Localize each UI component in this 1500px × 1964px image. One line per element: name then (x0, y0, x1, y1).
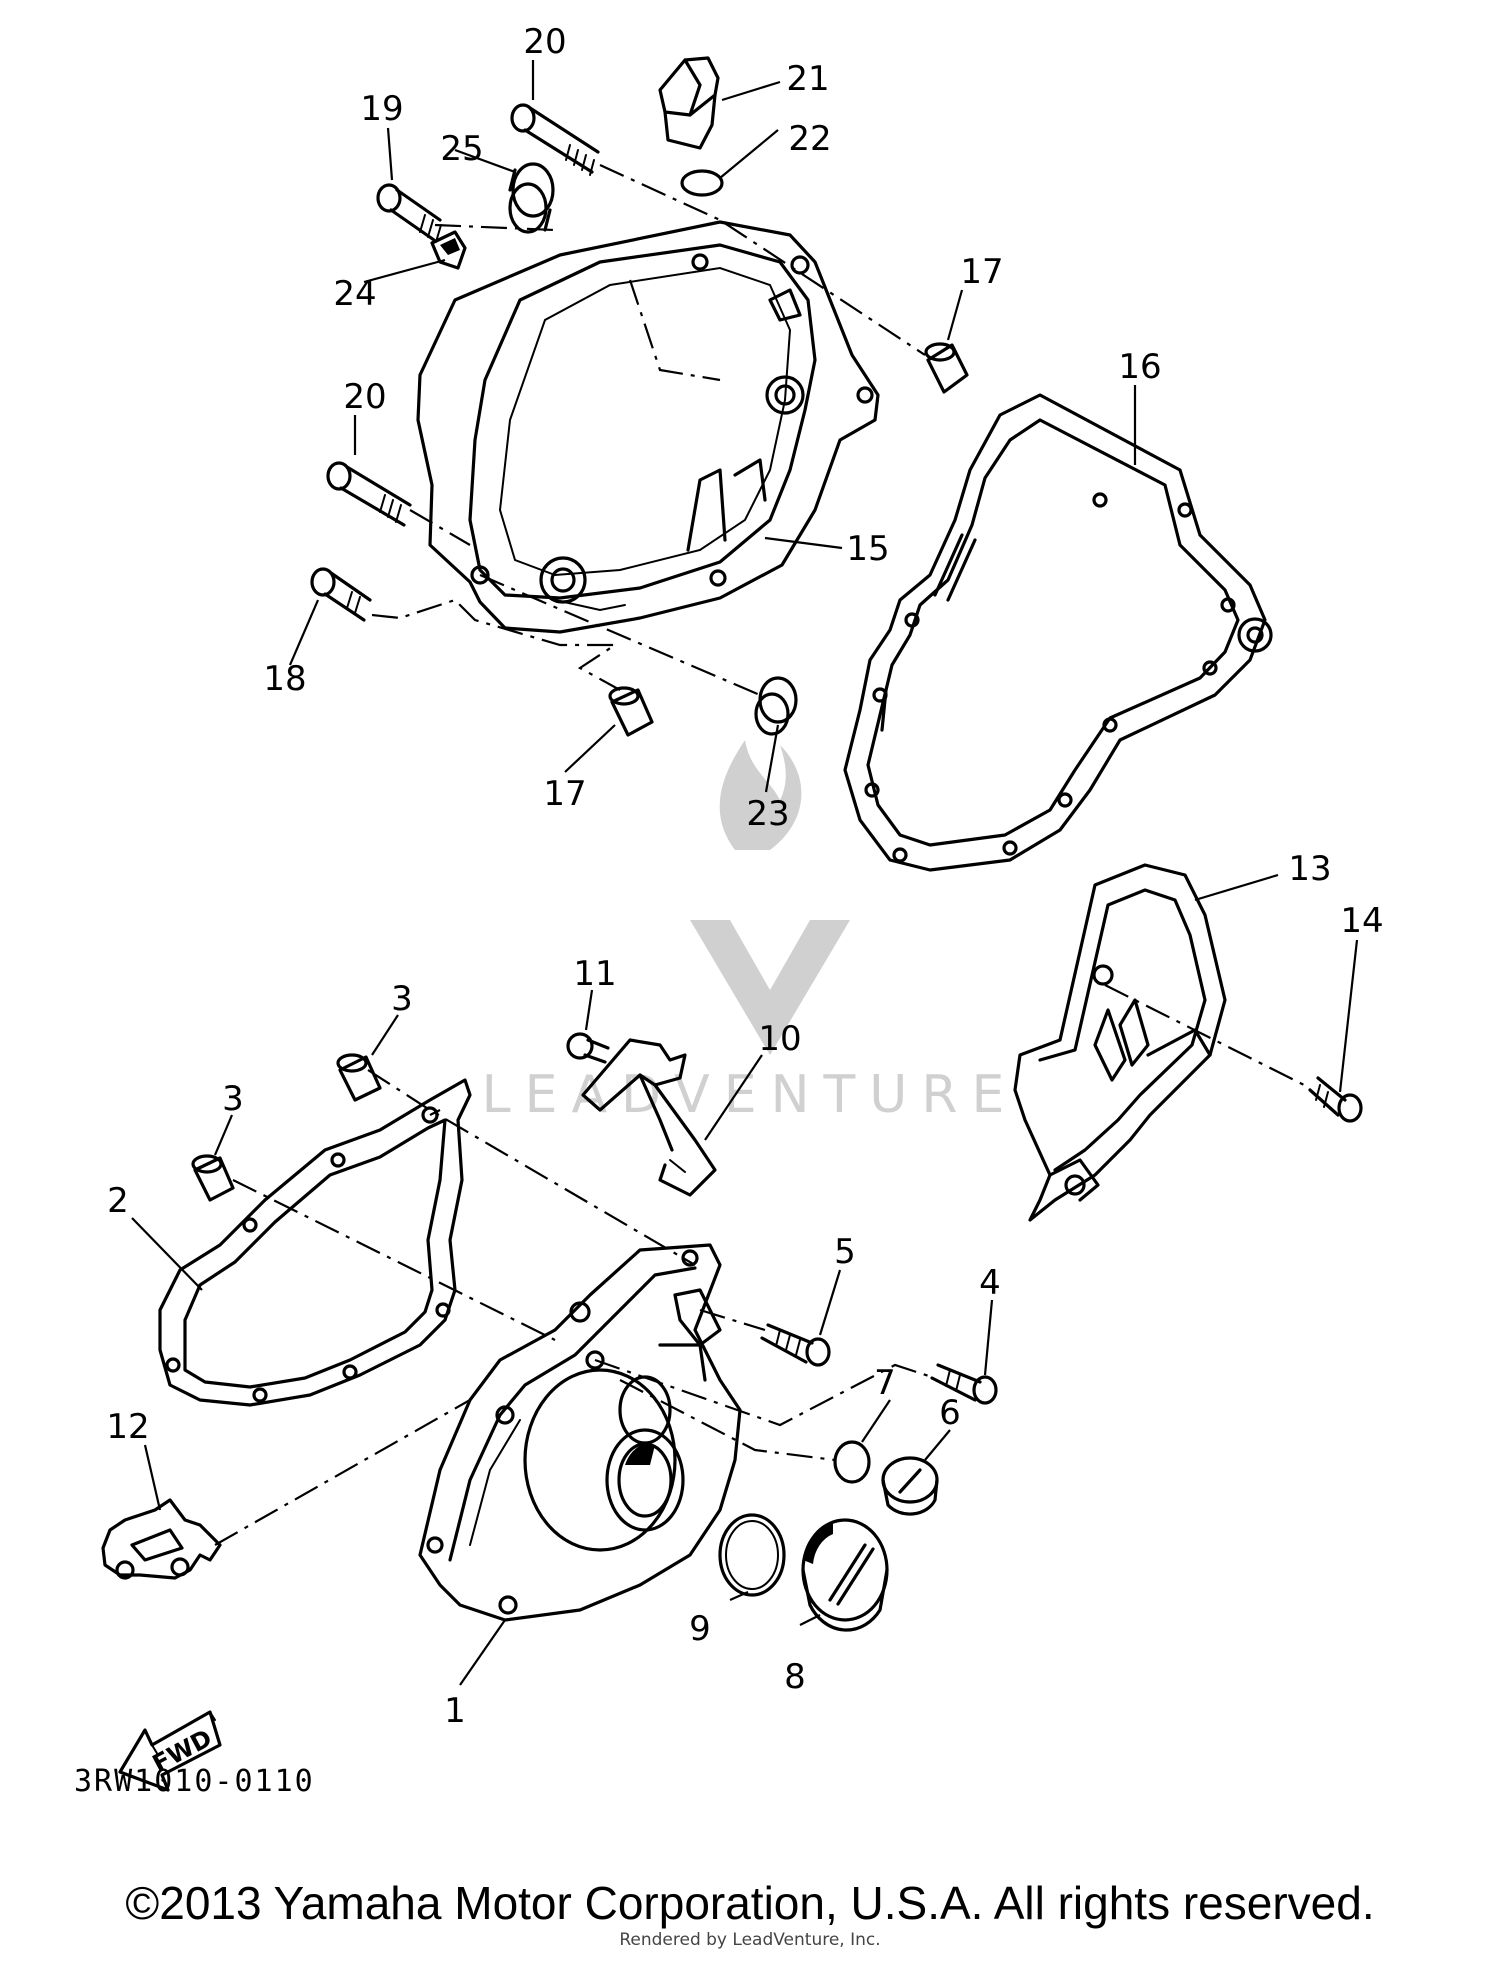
callout-23: 23 (746, 794, 789, 834)
callout-6: 6 (939, 1393, 961, 1433)
plug-6 (881, 1456, 939, 1516)
callout-19: 19 (360, 89, 403, 129)
leader-lines (131, 60, 1359, 1686)
dowel-pin-3-right (336, 1053, 382, 1102)
callout-24: 24 (333, 274, 376, 314)
dowel-pin-17-upper (924, 342, 969, 394)
callout-15: 15 (846, 529, 889, 569)
callout-8: 8 (784, 1657, 806, 1697)
o-ring-22 (680, 169, 724, 197)
copyright-notice: ©2013 Yamaha Motor Corporation, U.S.A. A… (125, 1877, 1375, 1929)
sprocket-cover-13 (1013, 863, 1227, 1222)
callout-labels: 1 2 3 3 4 5 6 7 8 9 10 11 12 13 14 15 16… (106, 22, 1383, 1731)
dowel-pin-3-left (191, 1154, 235, 1202)
callout-18: 18 (263, 659, 306, 699)
callout-20b: 20 (343, 377, 386, 417)
oil-seal-23 (754, 676, 798, 736)
bolt-5 (760, 1323, 831, 1367)
o-ring-7 (833, 1440, 871, 1484)
callout-3a: 3 (391, 979, 413, 1019)
callout-25: 25 (440, 129, 483, 169)
bolt-19 (376, 183, 442, 243)
part-code: 3RW1010-0110 (74, 1764, 315, 1799)
crankcase-cover-1 (418, 1243, 742, 1622)
bolt-14 (1308, 1076, 1363, 1123)
assembly-lines (214, 164, 1311, 1546)
bracket-12 (101, 1498, 222, 1580)
oil-filler-plug-21 (658, 56, 720, 150)
gasket-16 (843, 393, 1273, 872)
clip-24 (430, 230, 467, 270)
callout-21: 21 (786, 59, 829, 99)
callout-11: 11 (573, 954, 616, 994)
callout-20a: 20 (523, 22, 566, 62)
callout-1: 1 (444, 1691, 466, 1731)
crankcase-cover-15 (416, 220, 880, 634)
callout-22: 22 (788, 119, 831, 159)
callout-10: 10 (758, 1019, 801, 1059)
callout-12: 12 (106, 1407, 149, 1447)
callout-14: 14 (1340, 901, 1383, 941)
callout-16: 16 (1118, 347, 1161, 387)
bracket-10 (581, 1038, 717, 1197)
o-ring-9 (718, 1513, 786, 1597)
bolt-4 (930, 1363, 998, 1405)
bolt-18 (310, 567, 372, 622)
watermark: LEADVENTURE (482, 740, 1019, 1125)
callout-3b: 3 (222, 1079, 244, 1119)
callout-4: 4 (979, 1263, 1001, 1303)
dowel-pin-17-lower (608, 686, 654, 737)
callout-17a: 17 (960, 252, 1003, 292)
callout-9: 9 (689, 1609, 711, 1649)
callout-17b: 17 (543, 774, 586, 814)
bolt-20-upper (510, 103, 600, 176)
callout-2: 2 (107, 1181, 129, 1221)
callout-13: 13 (1288, 849, 1331, 889)
bolt-20-lower (326, 461, 412, 527)
gasket-2 (158, 1078, 472, 1407)
oil-seal-25 (508, 162, 555, 234)
callout-7: 7 (874, 1363, 896, 1403)
plug-8 (801, 1518, 889, 1632)
callout-5: 5 (834, 1232, 856, 1272)
watermark-text: LEADVENTURE (482, 1065, 1019, 1125)
rendered-by-notice: Rendered by LeadVenture, Inc. (619, 1930, 881, 1950)
bolt-11 (566, 1032, 610, 1064)
